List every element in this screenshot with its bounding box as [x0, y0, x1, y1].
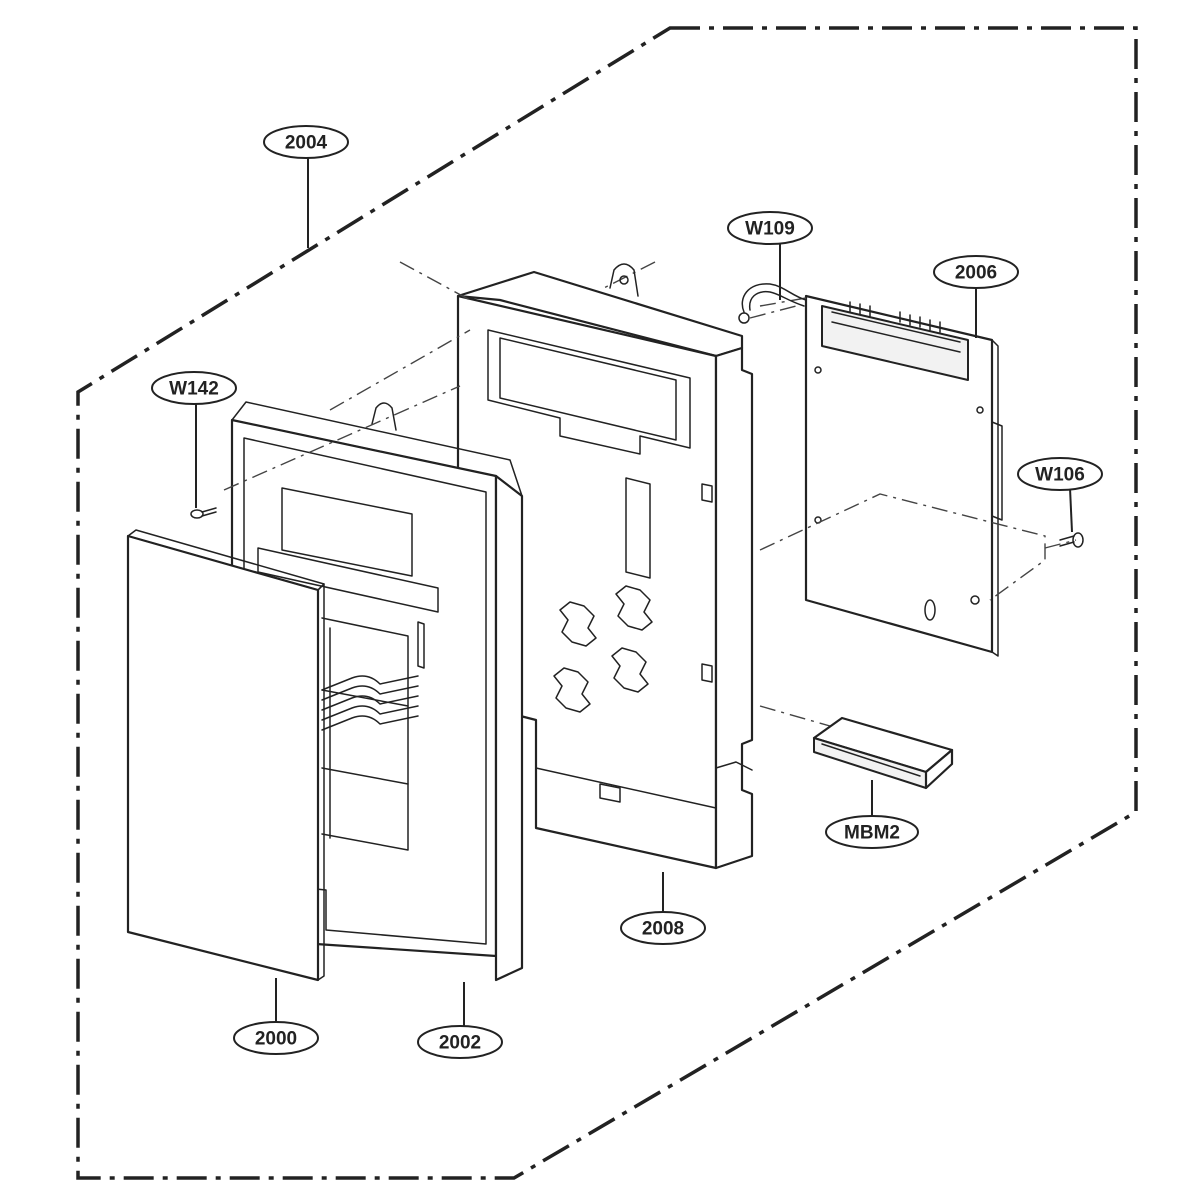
- callout-MBM2: MBM2: [825, 815, 919, 849]
- callout-W109: W109: [727, 211, 813, 245]
- callout-W142: W142: [151, 371, 237, 405]
- callout-2004: 2004: [263, 125, 349, 159]
- callout-W106: W106: [1017, 457, 1103, 491]
- svg-text:W106: W106: [1035, 465, 1085, 486]
- part-mbm2-module: [812, 716, 954, 790]
- part-2006-pcb: [804, 294, 1003, 657]
- svg-text:2002: 2002: [439, 1033, 481, 1054]
- svg-text:W142: W142: [169, 379, 219, 400]
- callout-2008: 2008: [620, 911, 706, 945]
- frame-key-cutouts: [553, 585, 653, 713]
- svg-text:2004: 2004: [285, 133, 328, 154]
- callout-2002: 2002: [417, 1025, 503, 1059]
- svg-text:W109: W109: [745, 219, 795, 240]
- part-2008-frame: [456, 263, 754, 870]
- svg-text:2000: 2000: [255, 1029, 297, 1050]
- ribbon-cable: [321, 675, 419, 731]
- svg-text:2008: 2008: [642, 919, 684, 940]
- part-2000-front-panel: [126, 529, 325, 982]
- svg-text:MBM2: MBM2: [844, 823, 900, 844]
- guide-line-pcb-bottom: [759, 493, 1046, 601]
- assembly-boundary: [76, 26, 1138, 1180]
- part-w142-screw: [190, 507, 217, 519]
- part-w109-wire: [738, 283, 807, 324]
- callout-2000: 2000: [233, 1021, 319, 1055]
- callout-2006: 2006: [933, 255, 1019, 289]
- part-w106-screw: [1059, 532, 1084, 548]
- svg-text:2006: 2006: [955, 263, 997, 284]
